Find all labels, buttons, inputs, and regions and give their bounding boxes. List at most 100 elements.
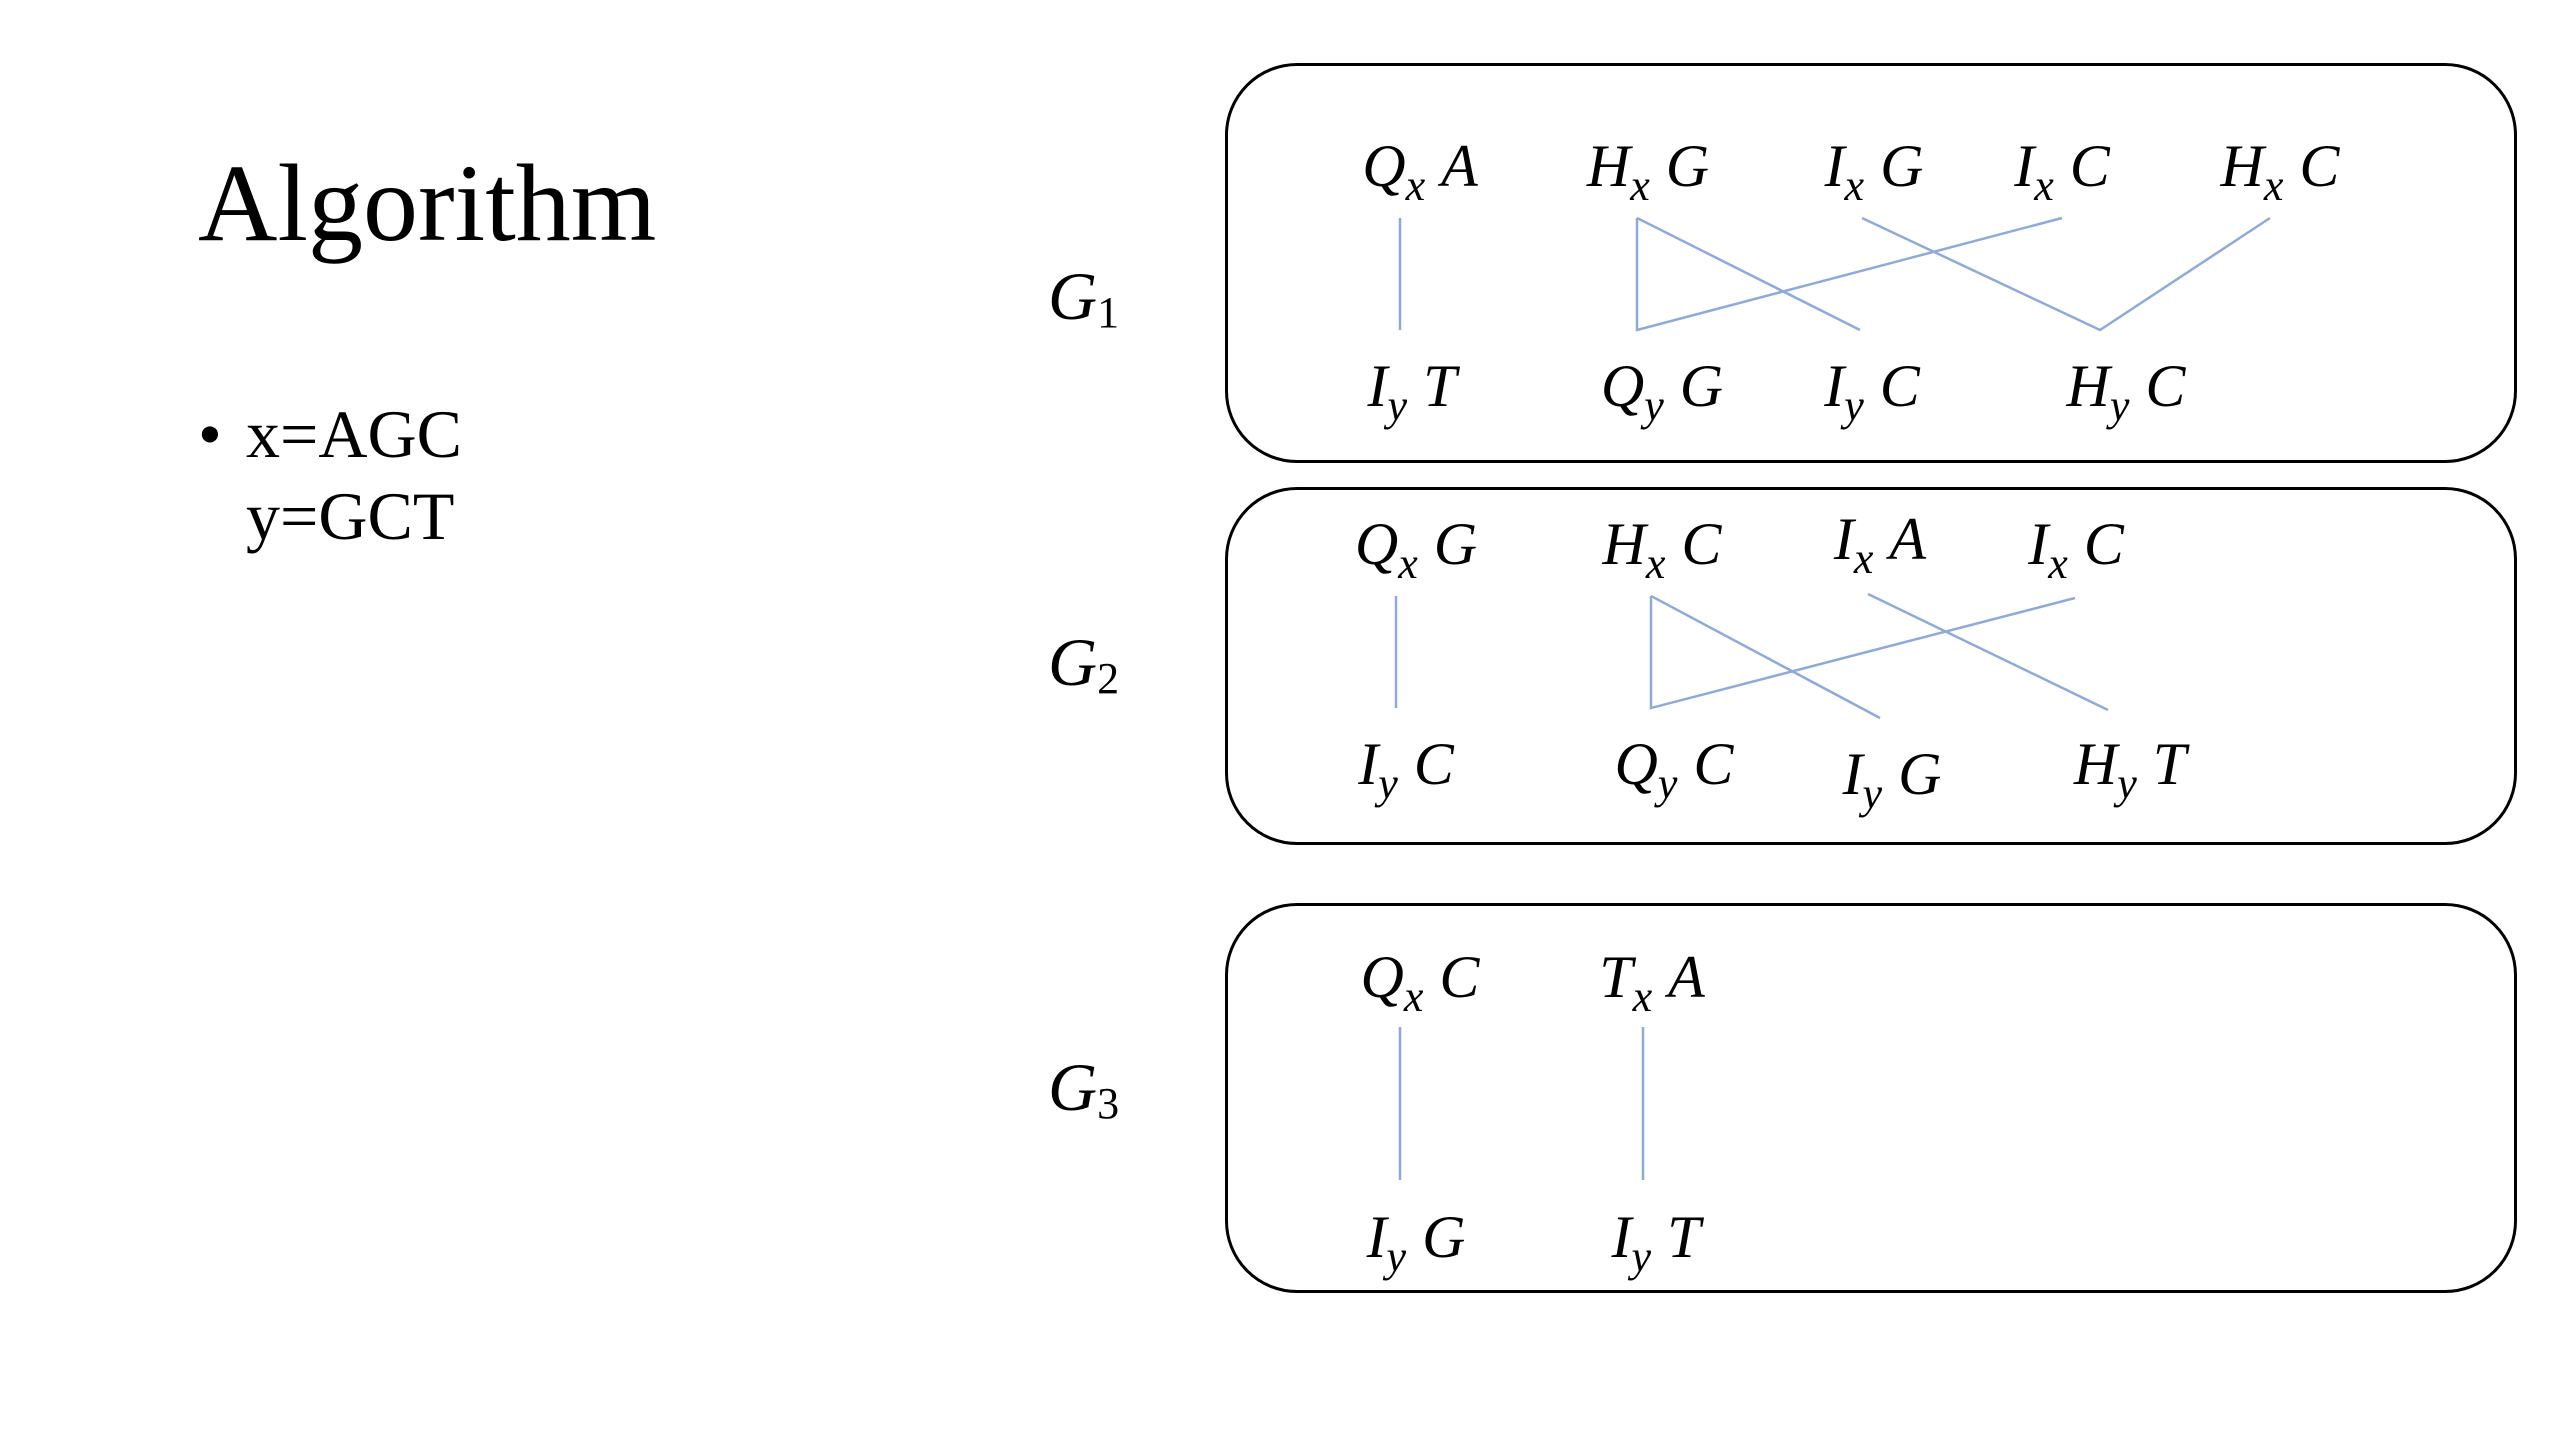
node-state: H [2073, 731, 2118, 797]
node-base: T [2152, 731, 2187, 797]
node-sequence: x [1844, 161, 1865, 210]
node-sequence: y [2109, 381, 2130, 430]
node-state: H [1602, 511, 1646, 577]
node-base: G [1433, 511, 1478, 577]
node-state: T [1599, 944, 1633, 1010]
node-sequence: y [1844, 381, 1864, 430]
node-base: C [2299, 133, 2340, 199]
node-state: H [2220, 133, 2264, 199]
node-base: G [1665, 133, 1710, 199]
node-base: C [2145, 353, 2186, 419]
slide-title: Algorithm [198, 142, 657, 264]
bullet-marker: • [198, 396, 222, 472]
node-sequence: x [1405, 161, 1426, 210]
node-sequence: y [1657, 759, 1678, 808]
node-sequence: y [1386, 1232, 1407, 1281]
node-base: G [1880, 133, 1924, 199]
graph-box-g2 [1225, 487, 2517, 845]
node-base: G [1679, 353, 1724, 419]
graph-edge [1861, 216, 2271, 332]
node-base: G [1898, 741, 1942, 807]
node-state: H [1586, 133, 1631, 199]
node-sequence: y [1378, 759, 1398, 808]
node-sequence: x [2034, 161, 2054, 210]
node-state: I [1824, 133, 1845, 199]
node-sequence: y [1644, 381, 1664, 430]
node-base: C [2069, 133, 2110, 199]
node-sequence: x [1630, 161, 1650, 210]
node-state: Q [1362, 133, 1406, 199]
graph-edge [1635, 216, 2063, 332]
graph-label-g2: G2 [1048, 624, 1120, 703]
graph-box-g3 [1225, 903, 2517, 1293]
node-base: C [1879, 353, 1920, 419]
node-sequence: y [1862, 769, 1883, 818]
node-base: T [1423, 353, 1457, 419]
node-state: I [1366, 1204, 1387, 1270]
graph-edge [1649, 596, 2076, 710]
node-state: Q [1614, 731, 1658, 797]
node-state: I [1842, 741, 1863, 807]
node-state: I [1833, 506, 1854, 572]
node-base: C [1413, 731, 1454, 797]
bullet-text: x=AGC y=GCT [246, 393, 462, 557]
node-base: A [1889, 506, 1927, 572]
node-state: H [2066, 353, 2110, 419]
node-sequence: y [1387, 381, 1408, 430]
node-state: Q [1600, 353, 1645, 419]
node-state: I [2028, 511, 2049, 577]
node-base: C [1439, 944, 1480, 1010]
node-sequence: x [1403, 972, 1424, 1021]
node-sequence: x [2048, 539, 2068, 588]
node-sequence: y [1631, 1232, 1652, 1281]
node-base: A [1668, 944, 1705, 1010]
node-sequence: x [1645, 539, 1666, 588]
node-state: I [1824, 353, 1845, 419]
node-state: Q [1354, 511, 1399, 577]
node-state: I [2014, 133, 2035, 199]
node-base: G [1422, 1204, 1466, 1270]
node-base: T [1667, 1204, 1701, 1270]
graph-box-g1 [1225, 63, 2517, 463]
node-state: Q [1360, 944, 1404, 1010]
node-base: A [1441, 133, 1478, 199]
node-base: C [1693, 731, 1734, 797]
bullet-line-x: x=AGC [246, 396, 462, 472]
graph-edge [1636, 216, 1861, 332]
node-state: I [1367, 353, 1388, 419]
node-base: C [2083, 511, 2124, 577]
graph-label-g1: G1 [1048, 258, 1120, 337]
node-sequence: x [2263, 161, 2284, 210]
node-state: I [1611, 1204, 1632, 1270]
graph-edge [1867, 592, 2109, 712]
node-sequence: y [2117, 759, 2137, 808]
node-base: C [1681, 511, 1722, 577]
node-sequence: x [1398, 539, 1418, 588]
bullet-line-y: y=GCT [246, 478, 455, 554]
graph-edge [1650, 594, 1881, 720]
node-sequence: x [1632, 972, 1653, 1021]
node-state: I [1358, 731, 1379, 797]
